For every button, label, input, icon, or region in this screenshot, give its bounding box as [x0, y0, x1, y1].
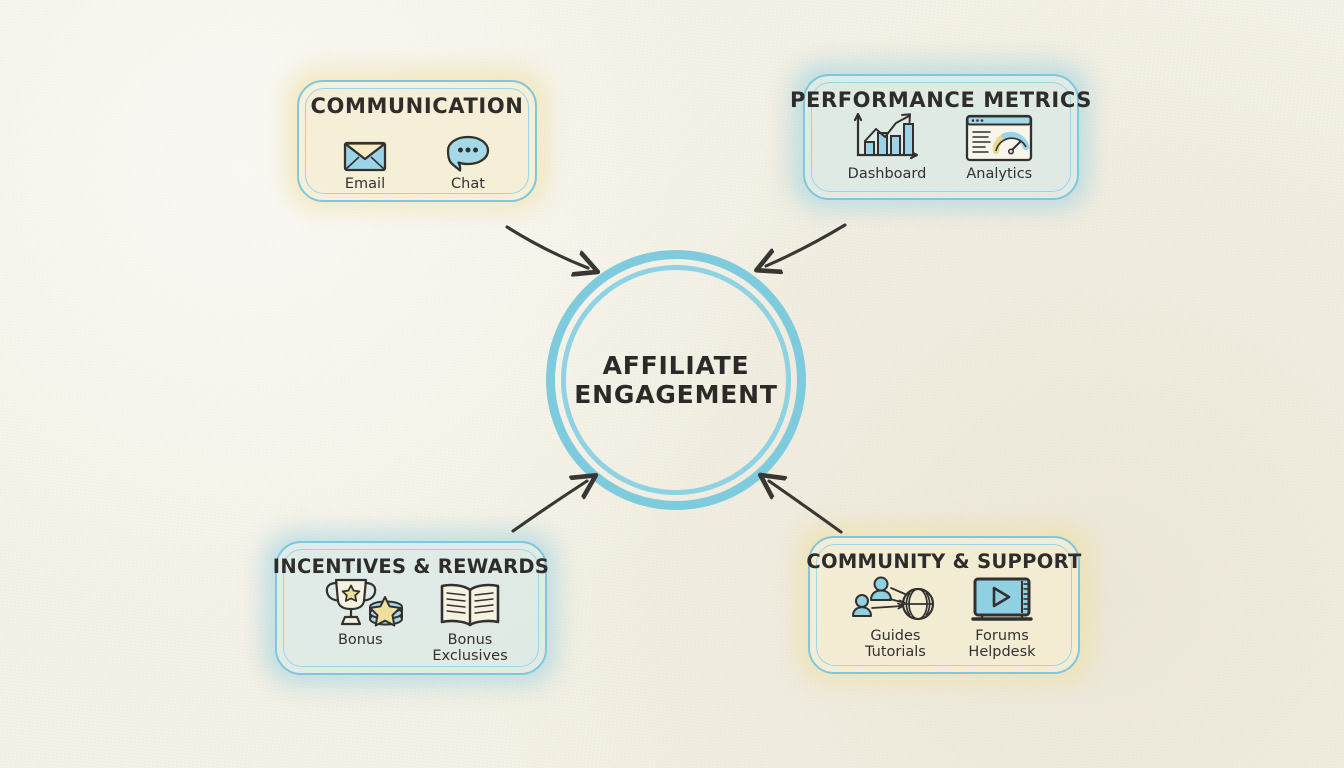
- card-performance-metrics[interactable]: PERFORMANCE METRICS: [790, 74, 1091, 200]
- card-item-label-bonus: Bonus: [337, 631, 383, 648]
- card-title-communication: COMMUNICATION: [310, 94, 524, 118]
- card-incentives-rewards[interactable]: INCENTIVES & REWARDS: [272, 541, 550, 675]
- center-title-line1: AFFILIATE: [602, 350, 750, 380]
- card-item-label-chat: Chat: [451, 176, 485, 192]
- card-item-analytics[interactable]: Analytics: [964, 113, 1034, 182]
- card-item-label-analytics: Analytics: [966, 166, 1033, 182]
- card-item-email[interactable]: Email: [342, 123, 388, 192]
- card-title-community-support: COMMUNITY & SUPPORT: [806, 550, 1082, 573]
- card-item-forums-helpdesk[interactable]: Forums Helpdesk: [968, 575, 1036, 660]
- card-item-label-forums-helpdesk: Forums Helpdesk: [968, 627, 1036, 660]
- chat-bubble-icon: [444, 123, 492, 173]
- card-title-performance-metrics: PERFORMANCE METRICS: [790, 88, 1092, 112]
- center-title-line2: ENGAGEMENT: [574, 380, 778, 409]
- card-communication[interactable]: COMMUNICATION Email: [297, 80, 537, 202]
- center-label: AFFILIATE ENGAGEMENT: [546, 250, 806, 510]
- card-item-bonus-exclusives[interactable]: Bonus Exclusives: [432, 579, 508, 664]
- center-ring-outer: [546, 250, 806, 510]
- card-item-guides-tutorials[interactable]: Guides Tutorials: [852, 575, 938, 660]
- card-item-dashboard[interactable]: Dashboard: [847, 112, 927, 182]
- envelope-icon: [342, 123, 388, 173]
- card-title-incentives-rewards: INCENTIVES & REWARDS: [272, 555, 550, 578]
- center-ring-inner: [561, 265, 791, 495]
- card-item-chat[interactable]: Chat: [444, 123, 492, 192]
- card-item-bonus[interactable]: Bonus: [314, 578, 406, 648]
- bar-chart-growth-icon: [850, 112, 924, 163]
- card-item-label-email: Email: [344, 176, 386, 192]
- card-item-label-guides-tutorials: Guides Tutorials: [864, 627, 926, 660]
- card-item-label-bonus-exclusives: Bonus Exclusives: [432, 631, 508, 664]
- people-network-globe-icon: [852, 575, 938, 625]
- card-community-support[interactable]: COMMUNITY & SUPPORT: [806, 536, 1082, 674]
- card-item-label-dashboard: Dashboard: [847, 166, 927, 182]
- browser-gauge-icon: [964, 113, 1034, 163]
- trophy-coins-icon: [314, 578, 406, 629]
- center-node: AFFILIATE ENGAGEMENT: [546, 250, 806, 510]
- open-book-icon: [437, 579, 503, 629]
- video-screen-icon: [969, 575, 1035, 625]
